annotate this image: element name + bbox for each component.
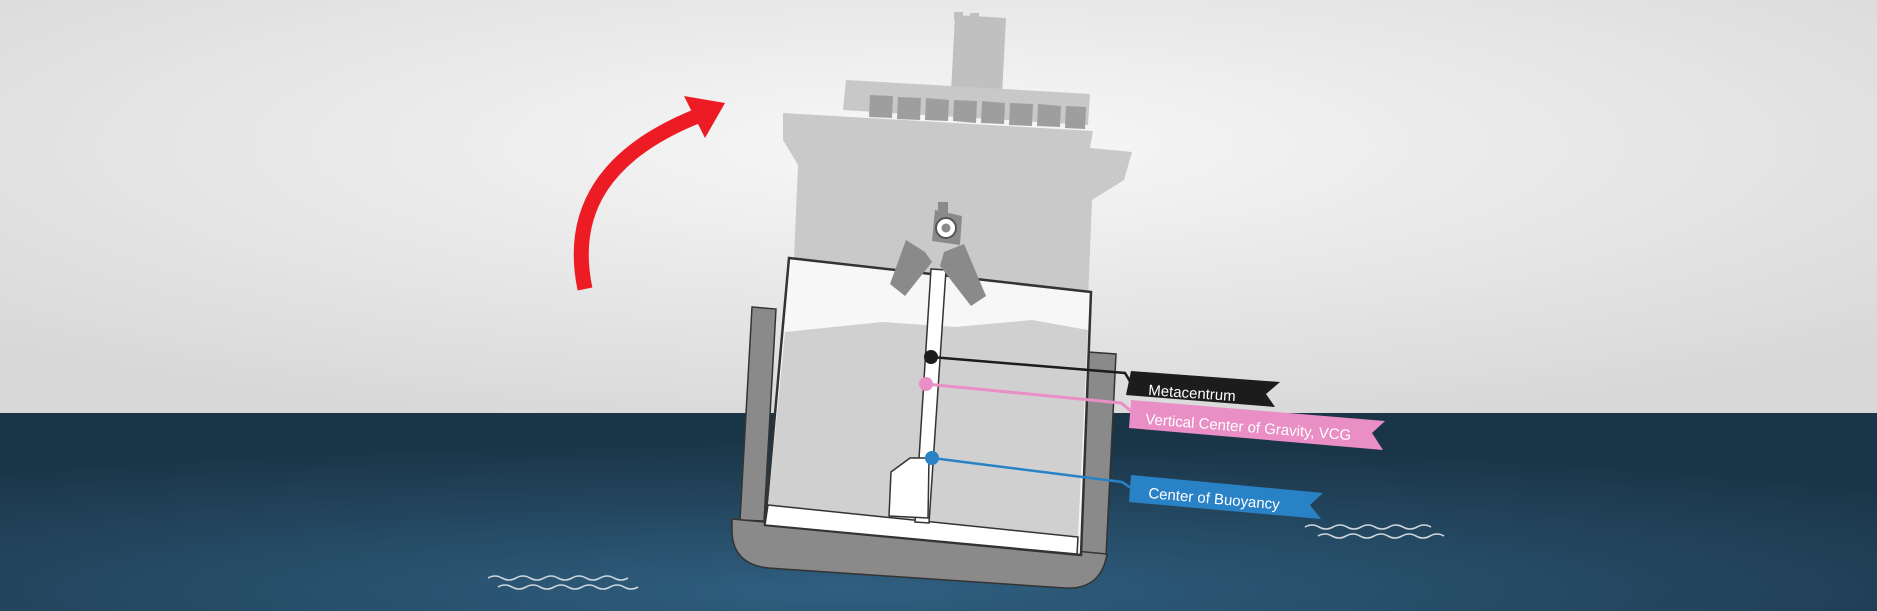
metacentrum-marker bbox=[924, 350, 1133, 384]
metacentrum-text: Metacentrum bbox=[1148, 382, 1237, 405]
wave-icon bbox=[1304, 524, 1445, 539]
window-row bbox=[869, 95, 1086, 129]
metacentrum-label: Metacentrum bbox=[1126, 371, 1280, 407]
vcg-marker bbox=[919, 377, 1132, 413]
crane-icon bbox=[888, 202, 986, 524]
wave-icon bbox=[487, 575, 639, 590]
ship-superstructure bbox=[783, 12, 1132, 300]
curved-arrow-icon bbox=[573, 96, 725, 291]
buoyancy-marker bbox=[925, 451, 1132, 490]
